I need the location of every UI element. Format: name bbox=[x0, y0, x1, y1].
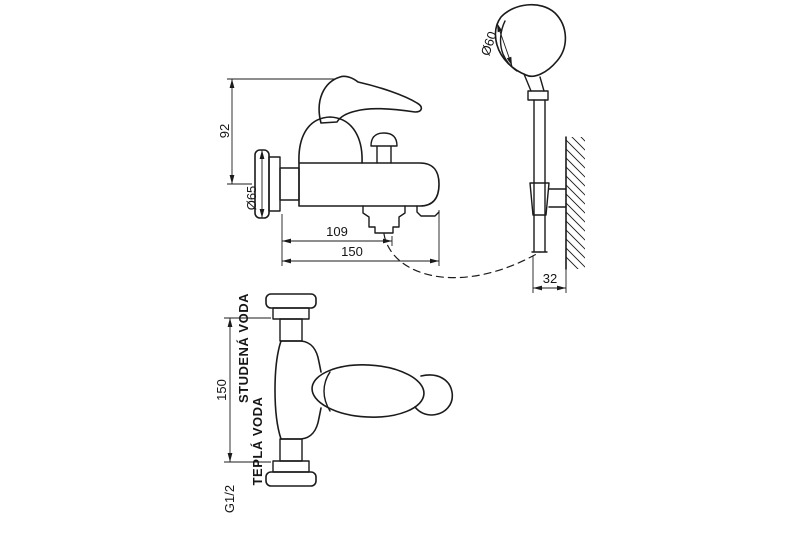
dim-109-extension-lines bbox=[281, 214, 393, 266]
dim-150-side-label: 150 bbox=[341, 244, 363, 259]
shower-handle bbox=[523, 73, 545, 92]
dim-65-label: Ø65 bbox=[244, 186, 259, 211]
dimension-92: 92 bbox=[217, 78, 336, 185]
dimension-65: Ø65 bbox=[244, 150, 265, 218]
lever-neck-line bbox=[323, 371, 331, 412]
shower-head bbox=[494, 3, 567, 77]
dimension-150-side: 150 bbox=[282, 210, 440, 266]
dim-92-extension-lines bbox=[227, 78, 336, 185]
hand-shower bbox=[383, 3, 567, 279]
top-union-stem bbox=[279, 318, 303, 342]
mixer-side-view bbox=[254, 75, 440, 234]
shower-hose bbox=[531, 99, 548, 253]
wall-hatching bbox=[566, 137, 585, 269]
dimension-150-plan: 150 bbox=[214, 317, 271, 463]
cartridge-dome bbox=[298, 116, 363, 164]
dim-60-label: Ø60 bbox=[478, 29, 500, 57]
lever-handle-side bbox=[318, 75, 423, 124]
dim-109-label: 109 bbox=[326, 224, 348, 239]
dim-150-plan-label: 150 bbox=[214, 379, 229, 401]
dim-92-label: 92 bbox=[217, 124, 232, 138]
bottom-union-ring bbox=[272, 460, 310, 473]
hose-nut bbox=[527, 90, 549, 101]
bottom-union-flange bbox=[265, 471, 317, 487]
tub-spout bbox=[362, 205, 406, 234]
wall-flange-stem bbox=[279, 167, 300, 201]
dim-60-line bbox=[496, 22, 513, 67]
hose-path-dashed bbox=[383, 233, 541, 279]
cold-water-label: STUDENÁ VODA bbox=[236, 293, 251, 403]
top-union-ring bbox=[272, 307, 310, 320]
dimension-32: 32 bbox=[532, 256, 567, 293]
thread-label: G1/2 bbox=[222, 485, 237, 513]
lever-plan bbox=[311, 364, 425, 418]
mixer-body-plan bbox=[274, 340, 322, 440]
mixer-body-side bbox=[298, 162, 440, 207]
dimension-60: Ø60 bbox=[478, 22, 513, 67]
wall-flange-ring bbox=[268, 156, 281, 212]
hose-outlet bbox=[416, 205, 440, 217]
diverter-knob bbox=[370, 132, 398, 164]
mixer-plan-view bbox=[265, 293, 454, 487]
top-union-flange bbox=[265, 293, 317, 309]
wall-section bbox=[529, 136, 585, 270]
dimension-109: 109 bbox=[281, 214, 393, 266]
hose-bracket bbox=[529, 182, 567, 216]
lever-tip-plan bbox=[414, 374, 454, 416]
bottom-union-stem bbox=[279, 438, 303, 462]
hot-water-label: TEPLÁ VODA bbox=[250, 397, 265, 486]
shower-face-line bbox=[499, 20, 518, 72]
dim-32-label: 32 bbox=[543, 271, 557, 286]
